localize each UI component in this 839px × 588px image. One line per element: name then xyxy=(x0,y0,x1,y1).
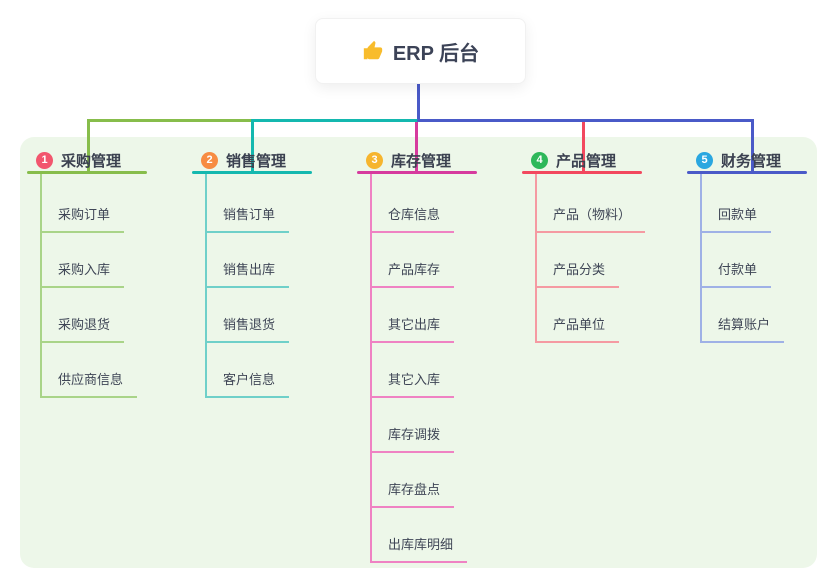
branch-node-product[interactable]: 4 产品管理 xyxy=(531,148,616,172)
trunk-segment-left xyxy=(87,119,253,122)
root-stem-line xyxy=(417,82,420,120)
branch-underline xyxy=(687,171,807,174)
child-node[interactable]: 采购退货 xyxy=(40,315,125,343)
child-node[interactable]: 采购订单 xyxy=(40,205,125,233)
child-node[interactable]: 客户信息 xyxy=(205,370,290,398)
branch5-drop-line xyxy=(751,119,754,174)
branch-children-line xyxy=(700,174,702,342)
branch4-drop-line xyxy=(582,122,585,174)
branch-node-inventory[interactable]: 3 库存管理 xyxy=(366,148,451,172)
branch-underline xyxy=(192,171,312,174)
root-node[interactable]: ERP 后台 xyxy=(315,18,526,84)
trunk-segment-right xyxy=(417,119,754,122)
map-background-panel xyxy=(20,137,817,568)
branch1-drop-line xyxy=(87,119,90,174)
child-node[interactable]: 仓库信息 xyxy=(370,205,455,233)
branch-underline xyxy=(522,171,642,174)
child-node[interactable]: 回款单 xyxy=(700,205,772,233)
child-node[interactable]: 销售出库 xyxy=(205,260,290,288)
thumbs-up-icon xyxy=(362,40,384,62)
branch-underline xyxy=(357,171,477,174)
child-node[interactable]: 其它入库 xyxy=(370,370,455,398)
child-node[interactable]: 出库库明细 xyxy=(370,535,468,563)
child-node[interactable]: 结算账户 xyxy=(700,315,785,343)
branch-number-badge: 2 xyxy=(201,151,218,169)
child-node[interactable]: 库存调拨 xyxy=(370,425,455,453)
branch-number-badge: 3 xyxy=(366,151,383,169)
branch-label: 销售管理 xyxy=(226,152,287,170)
root-node-label: ERP 后台 xyxy=(392,42,480,65)
branch-children-line xyxy=(205,174,207,397)
branch-number-badge: 5 xyxy=(696,151,713,169)
child-node[interactable]: 销售退货 xyxy=(205,315,290,343)
child-node[interactable]: 库存盘点 xyxy=(370,480,455,508)
branch-children-line xyxy=(535,174,537,342)
child-node[interactable]: 产品分类 xyxy=(535,260,620,288)
branch2-drop-line xyxy=(251,119,254,174)
child-node[interactable]: 采购入库 xyxy=(40,260,125,288)
child-node[interactable]: 其它出库 xyxy=(370,315,455,343)
child-node[interactable]: 付款单 xyxy=(700,260,772,288)
branch-children-line xyxy=(370,174,372,562)
branch-label: 库存管理 xyxy=(391,152,452,170)
branch-node-purchase[interactable]: 1 采购管理 xyxy=(36,148,121,172)
branch-label: 采购管理 xyxy=(61,152,122,170)
child-node[interactable]: 供应商信息 xyxy=(40,370,138,398)
branch-number-badge: 1 xyxy=(36,151,53,169)
branch3-drop-line xyxy=(415,122,418,174)
branch-label: 财务管理 xyxy=(721,152,782,170)
child-node[interactable]: 产品库存 xyxy=(370,260,455,288)
branch-underline xyxy=(27,171,147,174)
branch-number-badge: 4 xyxy=(531,151,548,169)
branch-label: 产品管理 xyxy=(556,152,617,170)
branch-children-line xyxy=(40,174,42,397)
branch-node-finance[interactable]: 5 财务管理 xyxy=(696,148,781,172)
trunk-segment-mid xyxy=(252,119,418,122)
child-node[interactable]: 产品单位 xyxy=(535,315,620,343)
child-node[interactable]: 产品（物料） xyxy=(535,205,646,233)
branch-node-sales[interactable]: 2 销售管理 xyxy=(201,148,286,172)
child-node[interactable]: 销售订单 xyxy=(205,205,290,233)
